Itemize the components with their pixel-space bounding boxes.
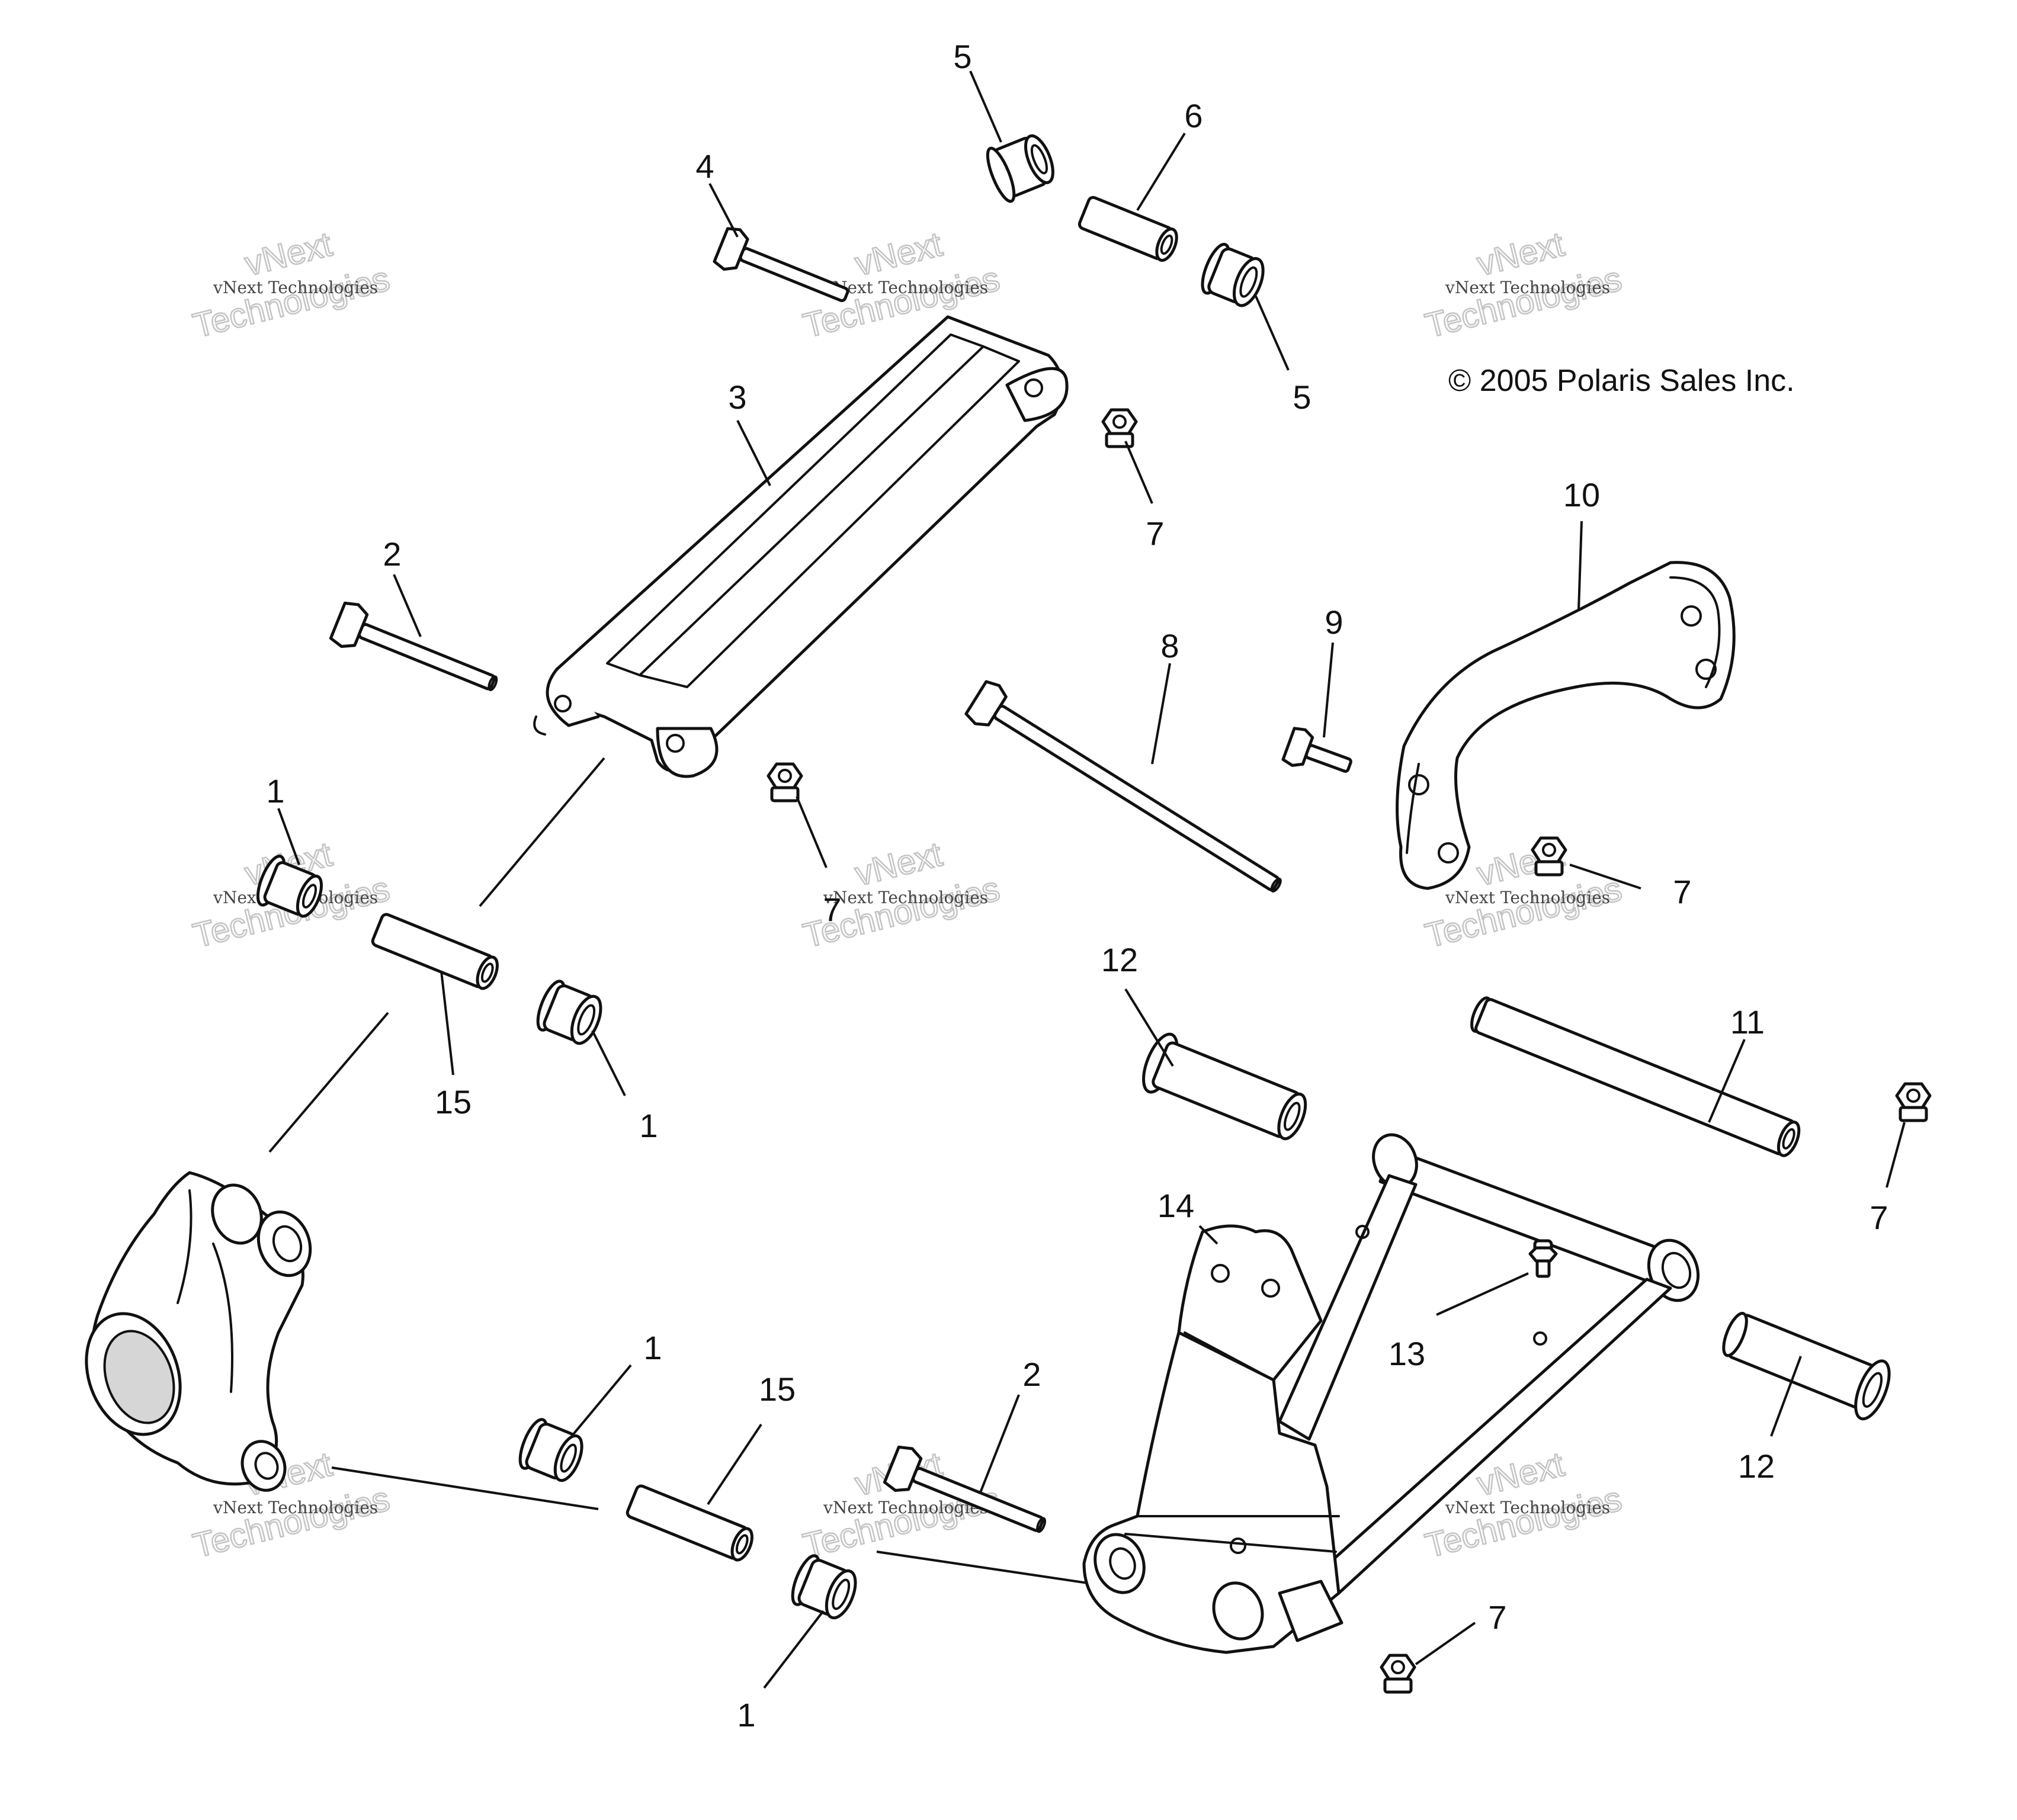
part-5-bushing-top xyxy=(986,134,1054,203)
part-14-lower-a-arm xyxy=(1082,1133,1700,1654)
leader-7d xyxy=(1885,1122,1906,1188)
leader-7b xyxy=(796,796,828,868)
callout-7d: 7 xyxy=(1870,1199,1888,1236)
callout-7e: 7 xyxy=(1488,1598,1506,1636)
leader-11 xyxy=(1708,1039,1746,1123)
leader-6 xyxy=(1136,132,1186,211)
part-7-nut-e xyxy=(1380,1654,1416,1694)
callout-14: 14 xyxy=(1157,1187,1194,1224)
part-10-bracket xyxy=(1396,561,1736,890)
svg-text:vNext Technologies: vNext Technologies xyxy=(1445,278,1610,297)
callout-10: 10 xyxy=(1563,476,1600,513)
part-7-nut-a xyxy=(1101,408,1138,448)
leader-2b xyxy=(979,1394,1020,1493)
svg-text:vNext Technologies: vNext Technologies xyxy=(823,278,988,297)
callout-9: 9 xyxy=(1325,604,1343,641)
leader-1d xyxy=(763,1610,825,1689)
part-4-bolt xyxy=(713,227,849,303)
part-12-flanged-sleeve-lower xyxy=(1722,1312,1891,1421)
part-6-sleeve xyxy=(1078,195,1178,262)
part-2-bolt-upper xyxy=(329,601,498,691)
callout-13: 13 xyxy=(1389,1335,1425,1372)
alignment-line-knuckle xyxy=(331,1466,599,1510)
part-13-grease-fitting xyxy=(1528,1239,1558,1278)
callout-12b: 12 xyxy=(1738,1447,1775,1485)
leader-4 xyxy=(708,183,739,237)
part-7-nut-b xyxy=(767,762,803,803)
callout-3: 3 xyxy=(728,378,746,416)
callout-7b: 7 xyxy=(823,891,841,928)
leader-1a xyxy=(277,808,300,865)
callout-1c: 1 xyxy=(643,1329,662,1366)
svg-text:vNext Technologies: vNext Technologies xyxy=(823,888,988,907)
callout-5b: 5 xyxy=(1293,378,1311,416)
leader-5b xyxy=(1255,296,1290,371)
part-1-bushing-c xyxy=(518,1418,583,1482)
svg-text:vNext Technologies: vNext Technologies xyxy=(1445,1498,1610,1517)
callout-11: 11 xyxy=(1730,1003,1765,1041)
callout-8: 8 xyxy=(1160,627,1179,665)
callout-7c: 7 xyxy=(1673,873,1691,910)
alignment-line-upper xyxy=(479,757,605,907)
part-7-nut-c xyxy=(1531,836,1567,877)
leader-13 xyxy=(1436,1272,1529,1316)
leader-3 xyxy=(736,420,771,486)
leader-12a xyxy=(1124,988,1174,1067)
callout-1a: 1 xyxy=(266,772,284,810)
callout-1b: 1 xyxy=(639,1107,658,1144)
leader-7e xyxy=(1415,1622,1476,1665)
callout-2b: 2 xyxy=(1022,1356,1041,1393)
callout-15a: 15 xyxy=(435,1083,472,1121)
watermark-mid-center: vNext Technologies vNext Technologies xyxy=(799,834,1004,956)
part-9-short-bolt xyxy=(1281,727,1352,773)
part-7-nut-d xyxy=(1895,1082,1932,1122)
part-12-flanged-sleeve-upper xyxy=(1142,1032,1307,1141)
copyright-notice: © 2005 Polaris Sales Inc. xyxy=(1448,364,1795,398)
part-8-long-bolt xyxy=(964,680,1282,893)
part-1-bushing-d xyxy=(791,1554,857,1620)
callout-6: 6 xyxy=(1184,97,1202,134)
leader-7a xyxy=(1124,441,1153,504)
leader-8 xyxy=(1151,663,1171,765)
watermark-top-right: vNext Technologies vNext Technologies xyxy=(1420,224,1626,346)
part-5-bushing-lower xyxy=(1201,243,1265,307)
leader-12b xyxy=(1770,1356,1802,1437)
leader-15b xyxy=(707,1423,762,1506)
svg-text:vNext Technologies: vNext Technologies xyxy=(213,278,378,297)
svg-text:vNext Technologies: vNext Technologies xyxy=(1445,888,1610,907)
callout-7a: 7 xyxy=(1146,515,1164,552)
leader-15a xyxy=(440,971,454,1076)
leader-7c xyxy=(1569,864,1641,890)
leader-14 xyxy=(1198,1225,1218,1245)
callout-1d: 1 xyxy=(737,1696,755,1734)
callout-12a: 12 xyxy=(1101,941,1138,978)
part-knuckle-hub-carrier xyxy=(85,1171,312,1492)
alignment-line-lower xyxy=(268,1012,389,1153)
leader-1c xyxy=(570,1364,632,1437)
watermark-top-left: vNext Technologies vNext Technologies xyxy=(188,224,394,346)
callout-15b: 15 xyxy=(759,1370,796,1408)
leader-9 xyxy=(1323,642,1334,738)
callout-2a: 2 xyxy=(383,535,401,573)
leader-5a xyxy=(969,70,1002,143)
part-15-sleeve-upper xyxy=(371,913,499,990)
leader-2a xyxy=(393,574,422,637)
leader-10 xyxy=(1577,521,1583,611)
callout-5a: 5 xyxy=(953,38,971,75)
svg-text:vNext Technologies: vNext Technologies xyxy=(213,1498,378,1517)
alignment-line-arm xyxy=(876,1551,1096,1585)
part-15-sleeve-lower xyxy=(626,1484,753,1562)
part-3-upper-link xyxy=(533,315,1069,778)
part-2-bolt-lower xyxy=(883,1445,1046,1533)
part-1-bushing-a xyxy=(256,855,323,918)
leader-1b xyxy=(591,1030,626,1096)
part-11-tube xyxy=(1470,996,1801,1157)
callout-4: 4 xyxy=(695,147,714,185)
